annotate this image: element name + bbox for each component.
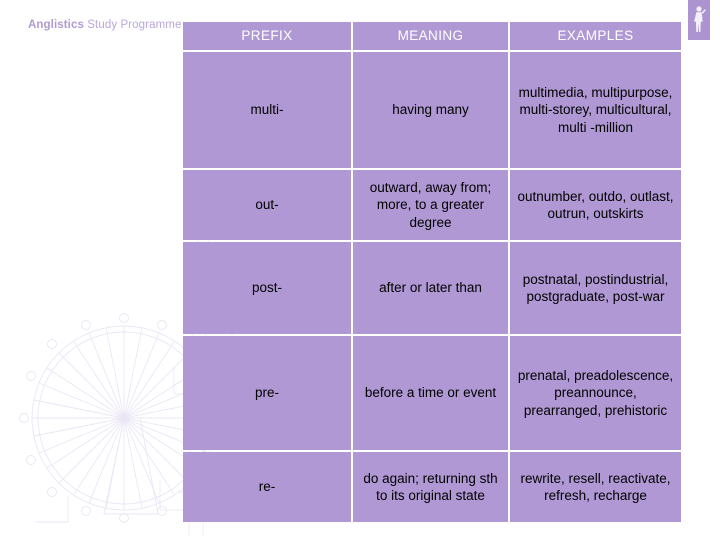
table-row: out- outward, away from; more, to a grea… <box>183 170 681 240</box>
table-row: post- after or later than postnatal, pos… <box>183 242 681 334</box>
corner-banner <box>688 0 710 40</box>
cell-examples: prenatal, preadolescence, preannounce, p… <box>510 336 681 450</box>
cell-meaning: before a time or event <box>353 336 508 450</box>
cell-examples: postnatal, postindustrial, postgraduate,… <box>510 242 681 334</box>
cell-meaning: outward, away from; more, to a greater d… <box>353 170 508 240</box>
cell-meaning: do again; returning sth to its original … <box>353 452 508 522</box>
table-row: re- do again; returning sth to its origi… <box>183 452 681 522</box>
table-row: multi- having many multimedia, multipurp… <box>183 52 681 168</box>
cell-prefix: multi- <box>183 52 351 168</box>
cell-prefix: post- <box>183 242 351 334</box>
cell-examples: multimedia, multipurpose, multi-storey, … <box>510 52 681 168</box>
column-header-meaning: MEANING <box>353 22 508 50</box>
column-header-examples: EXAMPLES <box>510 22 681 50</box>
column-header-prefix: PREFIX <box>183 22 351 50</box>
cell-prefix: pre- <box>183 336 351 450</box>
cell-examples: outnumber, outdo, outlast, outrun, outsk… <box>510 170 681 240</box>
table-header-row: PREFIX MEANING EXAMPLES <box>183 22 681 50</box>
cell-prefix: out- <box>183 170 351 240</box>
page-title: Anglistics Study Programme <box>28 19 181 31</box>
statue-figure-icon <box>694 6 706 32</box>
cell-meaning: after or later than <box>353 242 508 334</box>
prefix-table: PREFIX MEANING EXAMPLES multi- having ma… <box>181 20 683 524</box>
cell-examples: rewrite, resell, reactivate, refresh, re… <box>510 452 681 522</box>
cell-prefix: re- <box>183 452 351 522</box>
table-row: pre- before a time or event prenatal, pr… <box>183 336 681 450</box>
page-title-brand: Anglistics <box>28 19 84 31</box>
cell-meaning: having many <box>353 52 508 168</box>
page-title-rest: Study Programme <box>83 19 182 31</box>
